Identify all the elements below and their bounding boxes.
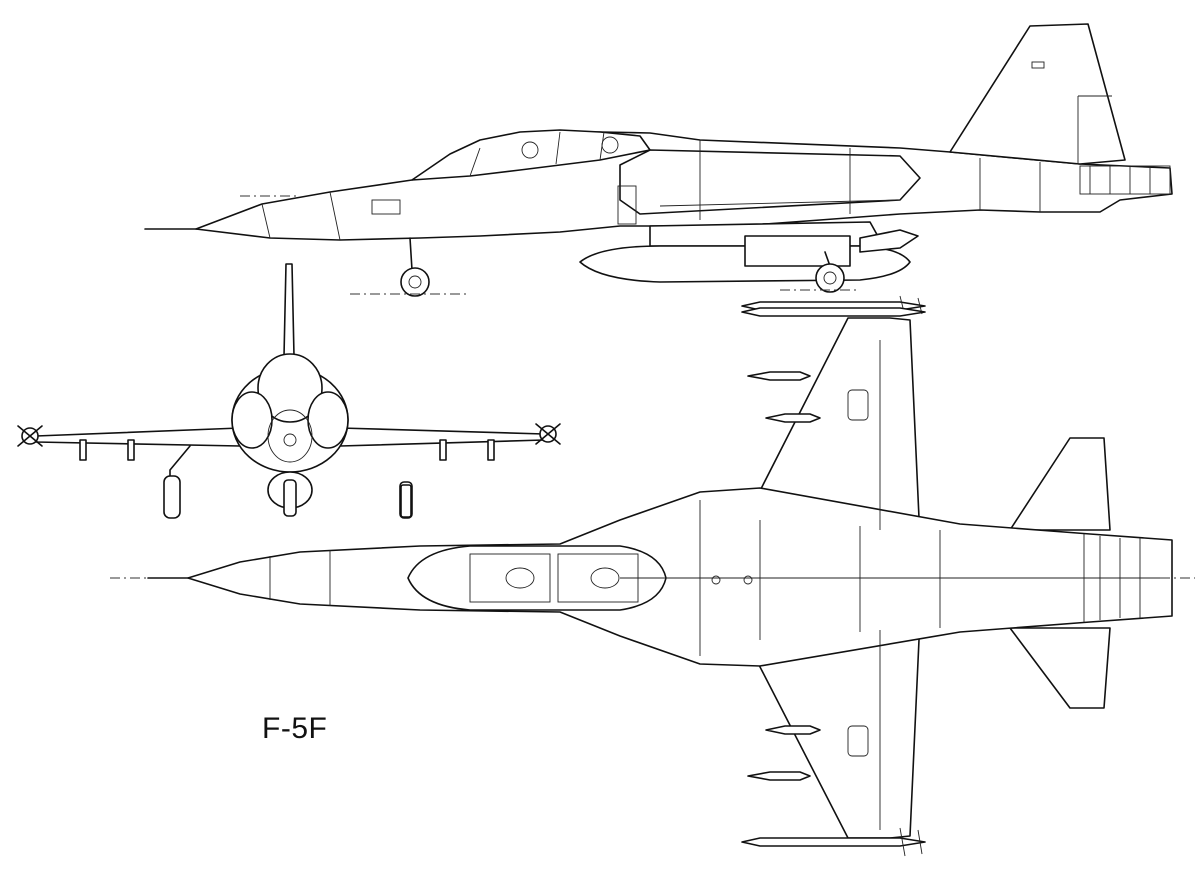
front-pylon (487, 439, 495, 461)
side-gear-door (744, 235, 851, 267)
front-intake-right (307, 391, 349, 449)
front-intake-left (231, 391, 273, 449)
front-fin (283, 263, 295, 357)
side-canopy (411, 129, 651, 181)
top-store (747, 771, 811, 781)
top-stabiliser-upper (1009, 437, 1111, 531)
scale-marker (400, 484, 412, 518)
top-view (110, 307, 1195, 857)
top-store (747, 371, 811, 381)
side-intake (619, 149, 921, 215)
front-pylon (439, 439, 447, 461)
front-canopy (257, 353, 323, 423)
side-view (144, 23, 1173, 317)
front-pylon (79, 439, 87, 461)
front-pylon (127, 439, 135, 461)
model-label: F-5F (262, 712, 328, 745)
side-tip-missile-rear (859, 229, 919, 253)
side-main-wheel (815, 263, 845, 293)
top-wingtip-missile-upper (741, 307, 926, 317)
top-fuselage (187, 487, 1173, 667)
top-stabiliser-lower (1009, 627, 1111, 709)
top-store (765, 725, 821, 735)
front-view (17, 263, 561, 519)
front-nose-wheel (283, 479, 297, 517)
side-nose-wheel (400, 267, 430, 297)
side-vertical-fin (949, 23, 1126, 165)
front-main-wheel-left (163, 475, 181, 519)
front-wing (35, 427, 241, 447)
side-nose-gear-strut (409, 237, 413, 271)
top-store (765, 413, 821, 423)
top-wingtip-missile-lower (741, 837, 926, 847)
